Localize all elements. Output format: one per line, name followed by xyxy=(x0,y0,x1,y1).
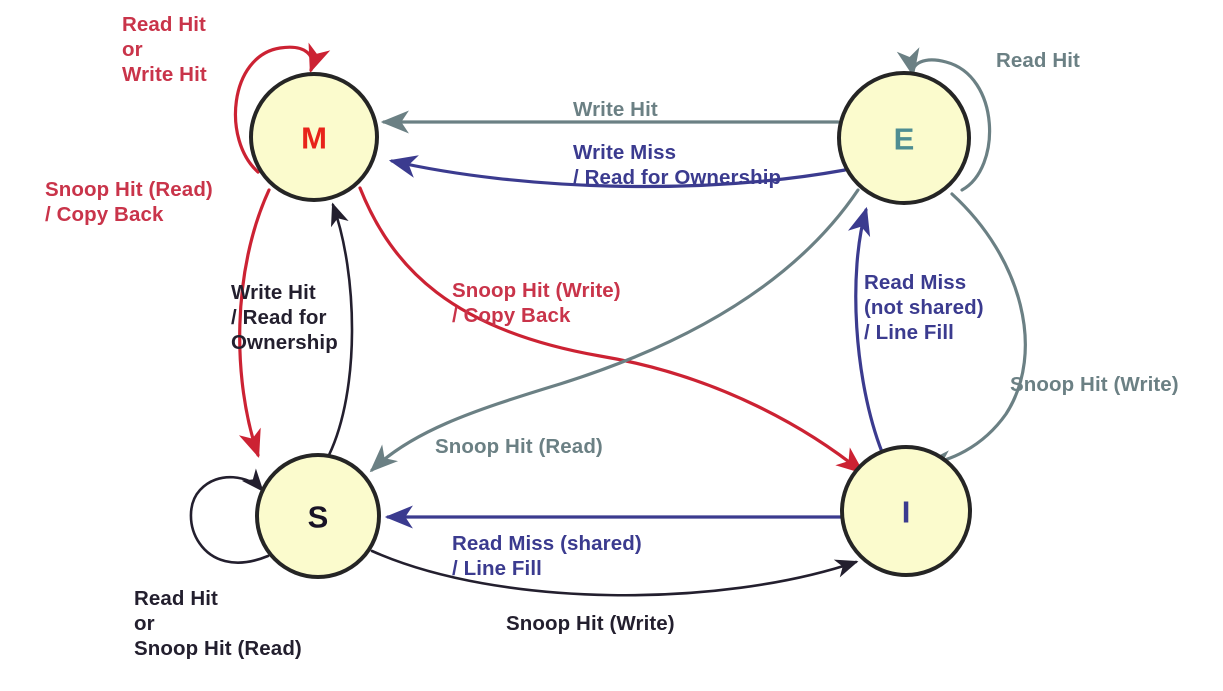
edge-label-m-to-s: Snoop Hit (Read) / Copy Back xyxy=(45,178,213,226)
edge-label-i-to-e: Read Miss (not shared) / Line Fill xyxy=(864,271,984,344)
edge-s-self-loop xyxy=(189,468,270,564)
node-i[interactable]: I xyxy=(840,445,972,577)
node-i-label: I xyxy=(902,495,911,530)
edge-label-e-to-s: Snoop Hit (Read) xyxy=(435,435,603,458)
node-m[interactable]: M xyxy=(249,72,379,202)
node-s-label: S xyxy=(308,500,329,535)
edge-label-m-to-i: Snoop Hit (Write) / Copy Back xyxy=(452,279,621,327)
node-m-label: M xyxy=(301,121,327,156)
edge-label-e-self-loop: Read Hit xyxy=(996,49,1080,72)
edge-m-to-i xyxy=(358,186,865,475)
edge-label-s-self-loop: Read Hit or Snoop Hit (Read) xyxy=(134,587,302,660)
edge-e-to-s xyxy=(369,188,860,473)
edge-e-to-i xyxy=(921,192,1027,474)
edge-label-i-to-s: Read Miss (shared) / Line Fill xyxy=(452,532,642,580)
edge-label-e-to-i: Snoop Hit (Write) xyxy=(1010,373,1179,396)
edge-s-to-m xyxy=(327,202,354,457)
edge-s-to-i xyxy=(370,549,859,597)
node-s[interactable]: S xyxy=(255,453,381,579)
node-e-label: E xyxy=(894,122,915,157)
edge-label-m-self-loop: Read Hit or Write Hit xyxy=(122,13,207,86)
edge-i-to-e xyxy=(847,206,884,454)
edge-m-to-s xyxy=(238,188,271,459)
edge-e-self-loop xyxy=(896,47,992,192)
edge-label-s-to-i: Snoop Hit (Write) xyxy=(506,612,675,635)
node-e[interactable]: E xyxy=(837,71,971,205)
edge-e-to-m-write-miss xyxy=(388,155,847,189)
edge-label-s-to-m: Write Hit / Read for Ownership xyxy=(231,281,338,354)
edge-m-self-loop xyxy=(233,42,331,174)
edge-label-e-to-m-write-miss: Write Miss / Read for Ownership xyxy=(573,141,782,189)
edge-label-e-to-m-write-hit: Write Hit xyxy=(573,98,658,121)
